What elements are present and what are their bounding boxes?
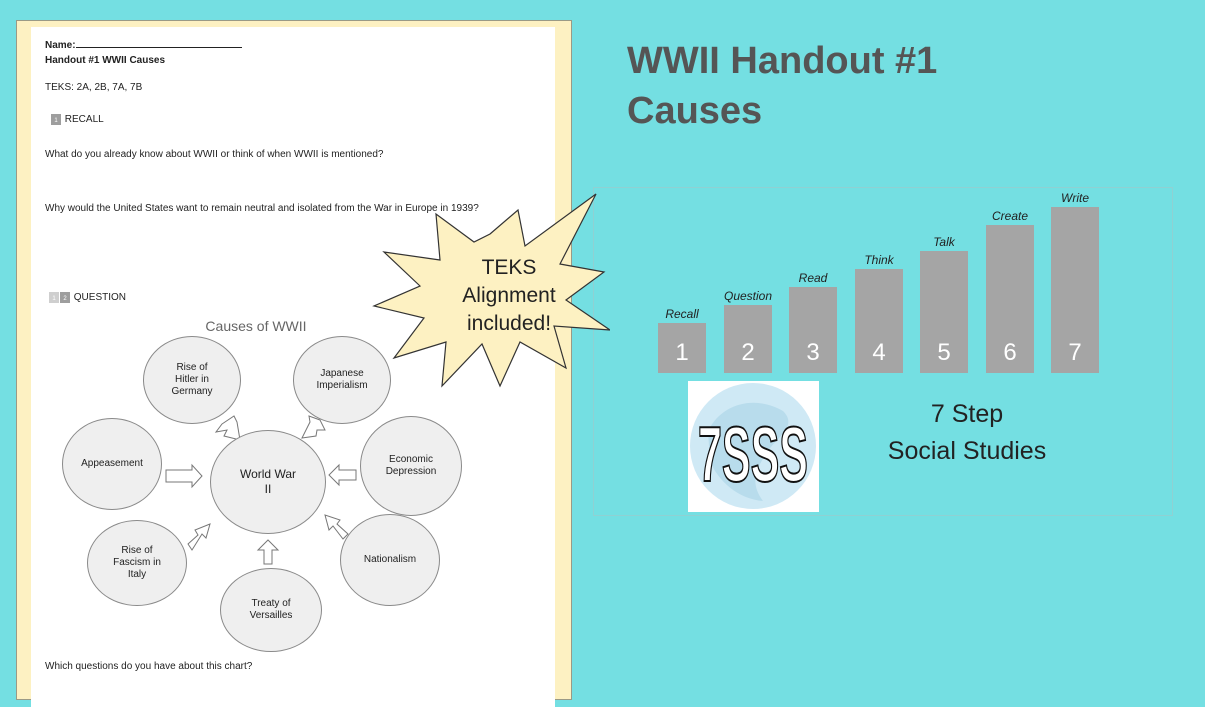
- teks-codes: TEKS: 2A, 2B, 7A, 7B: [45, 82, 143, 93]
- diagram-arrows: [165, 415, 357, 565]
- logo: 7SSS: [688, 381, 819, 512]
- svg-text:7SSS: 7SSS: [698, 410, 808, 498]
- cause-japanese-imperialism: Japanese Imperialism: [293, 336, 391, 424]
- step-label-write: Write: [1061, 191, 1089, 205]
- step-label-talk: Talk: [933, 235, 955, 249]
- question-2: Why would the United States want to rema…: [45, 203, 479, 214]
- step-bar-create: 6: [986, 225, 1034, 373]
- steps-panel: [593, 187, 1173, 516]
- step-label-create: Create: [991, 209, 1029, 223]
- step-number-box: 1: [51, 114, 61, 125]
- arrow-down-right-icon: [214, 415, 241, 441]
- tagline: 7 Step Social Studies: [887, 400, 1047, 465]
- cause-fascism-italy: Rise of Fascism in Italy: [87, 520, 187, 606]
- cause-appeasement: Appeasement: [62, 418, 162, 510]
- cause-nationalism: Nationalism: [340, 514, 440, 606]
- question-1: What do you already know about WWII or t…: [45, 149, 384, 160]
- step-bar-write: 7: [1051, 207, 1099, 373]
- cause-treaty-of-versailles: Treaty of Versailles: [220, 568, 322, 652]
- arrow-up-left-icon: [324, 514, 349, 540]
- step-label-recall: Recall: [665, 307, 699, 321]
- arrow-up-right-icon: [187, 523, 211, 551]
- cause-hitler: Rise of Hitler in Germany: [143, 336, 241, 424]
- name-line: Name:: [45, 39, 242, 51]
- step-bar-think: 4: [855, 269, 903, 373]
- step1-header: 1 RECALL: [51, 114, 104, 125]
- step-number-box: 2: [60, 292, 70, 303]
- arrow-right-icon: [165, 463, 203, 489]
- step-bar-read: 3: [789, 287, 837, 373]
- center-world-war-ii: World War II: [210, 430, 326, 534]
- step-bar-talk: 5: [920, 251, 968, 373]
- logo-graphic: 7SSS: [690, 383, 816, 509]
- starburst-badge: [372, 193, 610, 388]
- cause-economic-depression: Economic Depression: [360, 416, 462, 516]
- step-label-read: Read: [798, 271, 828, 285]
- causes-diagram: Causes of WWII Rise of Hitler in Germany…: [46, 312, 506, 657]
- step-bar-question: 2: [724, 305, 772, 373]
- step-number-box: 1: [49, 292, 59, 303]
- diagram-title: Causes of WWII: [205, 318, 307, 334]
- handout-heading: Handout #1 WWII Causes: [45, 55, 166, 66]
- arrow-up-icon: [256, 539, 280, 565]
- teks-alignment-badge-text: TEKS Alignment included!: [462, 256, 556, 335]
- step-bar-recall: 1: [658, 323, 706, 373]
- slide-title: WWII Handout #1 Causes: [627, 40, 938, 132]
- arrow-down-left-icon: [301, 415, 326, 439]
- step-label-question: Question: [723, 289, 773, 303]
- arrow-left-icon: [328, 463, 357, 487]
- footer-question: Which questions do you have about this c…: [45, 661, 253, 672]
- step-label-think: Think: [864, 253, 894, 267]
